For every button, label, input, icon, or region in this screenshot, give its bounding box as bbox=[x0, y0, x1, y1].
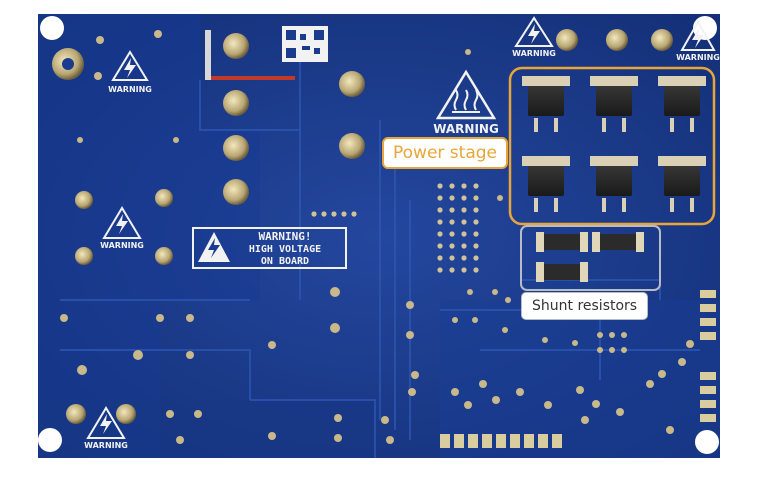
lightning-bolt-icon bbox=[208, 238, 220, 258]
banner-line-1: WARNING! bbox=[259, 230, 312, 243]
via-array bbox=[311, 183, 479, 273]
mosfet bbox=[658, 156, 706, 212]
high-voltage-banner: WARNING! HIGH VOLTAGE ON BOARD bbox=[192, 227, 347, 269]
small-vias bbox=[60, 30, 694, 444]
warning-label: WARNING bbox=[100, 241, 144, 250]
copper-pour-right bbox=[440, 300, 720, 458]
mosfet bbox=[522, 76, 570, 132]
shunt-resistor bbox=[540, 264, 584, 280]
shunt-resistors-label: Shunt resistors bbox=[521, 292, 649, 320]
mount-hole-bl bbox=[38, 428, 62, 452]
shunt-resistor-group bbox=[536, 232, 644, 282]
heat-icon bbox=[452, 89, 480, 113]
warning-label: WARNING bbox=[676, 53, 720, 62]
mosfet-array bbox=[522, 76, 706, 212]
copper-pour-left bbox=[38, 14, 260, 458]
lightning-bolt-icon bbox=[100, 24, 704, 434]
edge-connector bbox=[700, 290, 716, 422]
mount-hole-tl bbox=[40, 16, 64, 40]
mount-hole-br bbox=[695, 430, 719, 454]
mosfet bbox=[590, 76, 638, 132]
mosfet bbox=[522, 156, 570, 212]
banner-line-2: HIGH VOLTAGE bbox=[249, 244, 321, 255]
power-stage-outline bbox=[508, 66, 716, 226]
warning-triangle-icon bbox=[86, 16, 716, 439]
screw-terminals bbox=[66, 29, 673, 424]
power-stage-label: Power stage bbox=[382, 137, 508, 169]
qr-code bbox=[282, 26, 328, 62]
hot-surface-warning: WARNING bbox=[433, 69, 499, 136]
pin-header bbox=[440, 434, 562, 448]
mosfet bbox=[590, 156, 638, 212]
shunt-resistor bbox=[596, 234, 640, 250]
shunt-resistors-outline bbox=[520, 225, 661, 291]
red-wire bbox=[205, 76, 295, 80]
white-wire bbox=[205, 30, 211, 80]
mosfet bbox=[658, 76, 706, 132]
hot-warning-label: WARNING bbox=[433, 122, 499, 136]
warning-label: WARNING bbox=[512, 49, 556, 58]
shunt-resistor bbox=[540, 234, 584, 250]
banner-line-3: ON BOARD bbox=[261, 256, 309, 267]
warning-label: WARNING bbox=[108, 85, 152, 94]
warning-label: WARNING bbox=[84, 441, 128, 450]
